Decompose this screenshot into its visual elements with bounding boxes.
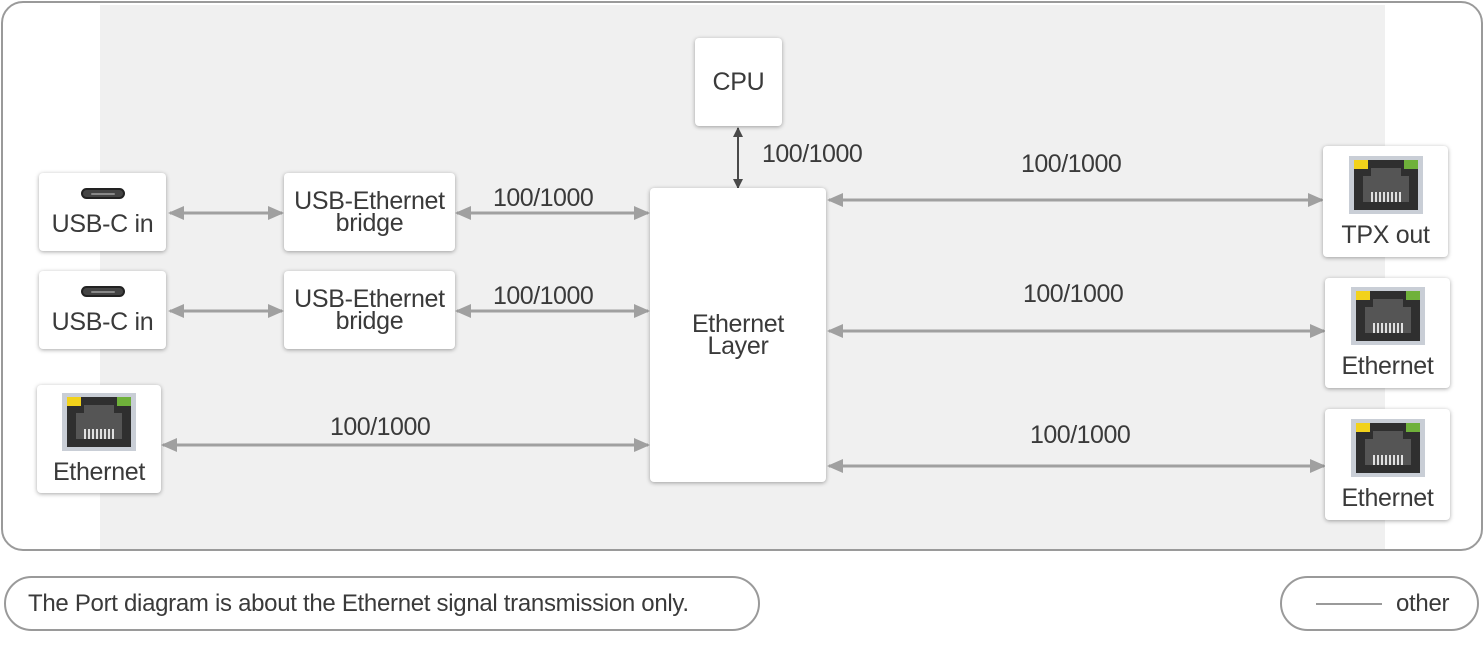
cpu-block: CPU bbox=[695, 38, 782, 126]
usb-c-icon bbox=[80, 187, 125, 199]
speed-label-bridge1: 100/1000 bbox=[493, 184, 594, 212]
cpu-label: CPU bbox=[712, 68, 765, 96]
rj45-icon bbox=[1350, 287, 1425, 345]
bridge2-label-line2: bridge bbox=[335, 307, 404, 335]
speed-label-eth1: 100/1000 bbox=[1023, 280, 1124, 308]
speed-label-eth2: 100/1000 bbox=[1030, 421, 1131, 449]
disclaimer-text: The Port diagram is about the Ethernet s… bbox=[28, 589, 689, 617]
port-tpx-out: TPX out bbox=[1323, 146, 1448, 257]
ethernet-layer-block: Ethernet Layer bbox=[650, 188, 826, 482]
port-ethernet-out-2: Ethernet bbox=[1325, 409, 1450, 520]
bridge1-label-line2: bridge bbox=[335, 209, 404, 237]
port-ethernet-out-1: Ethernet bbox=[1325, 278, 1450, 388]
port-usb-c-in-2: USB-C in bbox=[39, 271, 166, 349]
speed-label-cpu: 100/1000 bbox=[762, 140, 863, 168]
ethernet-layer-label-line2: Layer bbox=[707, 332, 769, 360]
usb-ethernet-bridge-2: USB-Ethernet bridge bbox=[284, 271, 455, 349]
port-label: USB-C in bbox=[51, 209, 154, 238]
legend-other-label: other bbox=[1396, 589, 1450, 617]
legend-box: other bbox=[1280, 576, 1479, 631]
speed-label-bridge2: 100/1000 bbox=[493, 282, 594, 310]
port-label: TPX out bbox=[1341, 220, 1430, 249]
port-ethernet-in: Ethernet bbox=[37, 385, 161, 493]
speed-label-ethernet-in: 100/1000 bbox=[330, 413, 431, 441]
usb-c-icon bbox=[80, 285, 125, 297]
legend-line-swatch bbox=[1316, 602, 1382, 605]
rj45-icon bbox=[62, 393, 136, 451]
port-label: USB-C in bbox=[51, 307, 154, 336]
port-label: Ethernet bbox=[1341, 483, 1434, 512]
bridge1-label-line1: USB-Ethernet bbox=[294, 187, 445, 215]
bridge2-label-line1: USB-Ethernet bbox=[294, 285, 445, 313]
rj45-icon bbox=[1350, 418, 1425, 477]
port-usb-c-in-1: USB-C in bbox=[39, 173, 166, 251]
disclaimer-note: The Port diagram is about the Ethernet s… bbox=[4, 576, 760, 631]
ethernet-layer-label-line1: Ethernet bbox=[691, 310, 785, 338]
rj45-icon bbox=[1348, 155, 1423, 214]
port-label: Ethernet bbox=[52, 458, 146, 486]
usb-ethernet-bridge-1: USB-Ethernet bridge bbox=[284, 173, 455, 251]
speed-label-tpx: 100/1000 bbox=[1021, 150, 1122, 178]
port-label: Ethernet bbox=[1341, 352, 1434, 380]
